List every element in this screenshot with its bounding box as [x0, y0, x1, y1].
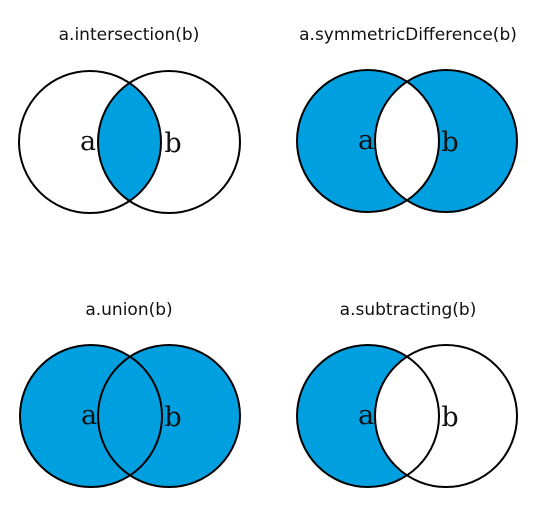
region-b-only	[375, 70, 517, 212]
region-a-only	[297, 345, 439, 487]
venn-subtracting: a b	[296, 344, 518, 488]
circle-b	[374, 69, 518, 213]
circle-a	[296, 344, 440, 488]
label-a: a	[358, 125, 374, 156]
region-b-only	[98, 345, 240, 487]
panel-title: a.symmetricDifference(b)	[299, 25, 517, 45]
label-a: a	[81, 400, 97, 431]
label-b: b	[164, 128, 181, 159]
region-a-and-b	[98, 71, 161, 213]
label-b: b	[441, 402, 458, 433]
circle-a	[18, 70, 162, 214]
panel-title: a.intersection(b)	[59, 25, 200, 45]
circle-b	[374, 344, 518, 488]
label-a: a	[358, 400, 374, 431]
panel-symmetric-difference: a.symmetricDifference(b) a b	[296, 25, 518, 213]
venn-symmetric-difference: a b	[296, 69, 518, 213]
venn-intersection: a b	[18, 70, 241, 214]
circle-b	[97, 344, 241, 488]
circle-b	[97, 70, 241, 214]
panel-title: a.union(b)	[85, 300, 172, 320]
panel-subtracting: a.subtracting(b) a b	[296, 300, 518, 488]
label-b: b	[441, 127, 458, 158]
venn-union: a b	[19, 344, 241, 488]
panel-intersection: a.intersection(b) a b	[18, 25, 241, 214]
circle-a	[296, 69, 440, 213]
circle-a	[19, 344, 163, 488]
panel-title: a.subtracting(b)	[340, 300, 477, 320]
panel-union: a.union(b) a b	[19, 300, 241, 488]
label-a: a	[80, 126, 96, 157]
label-b: b	[164, 402, 181, 433]
